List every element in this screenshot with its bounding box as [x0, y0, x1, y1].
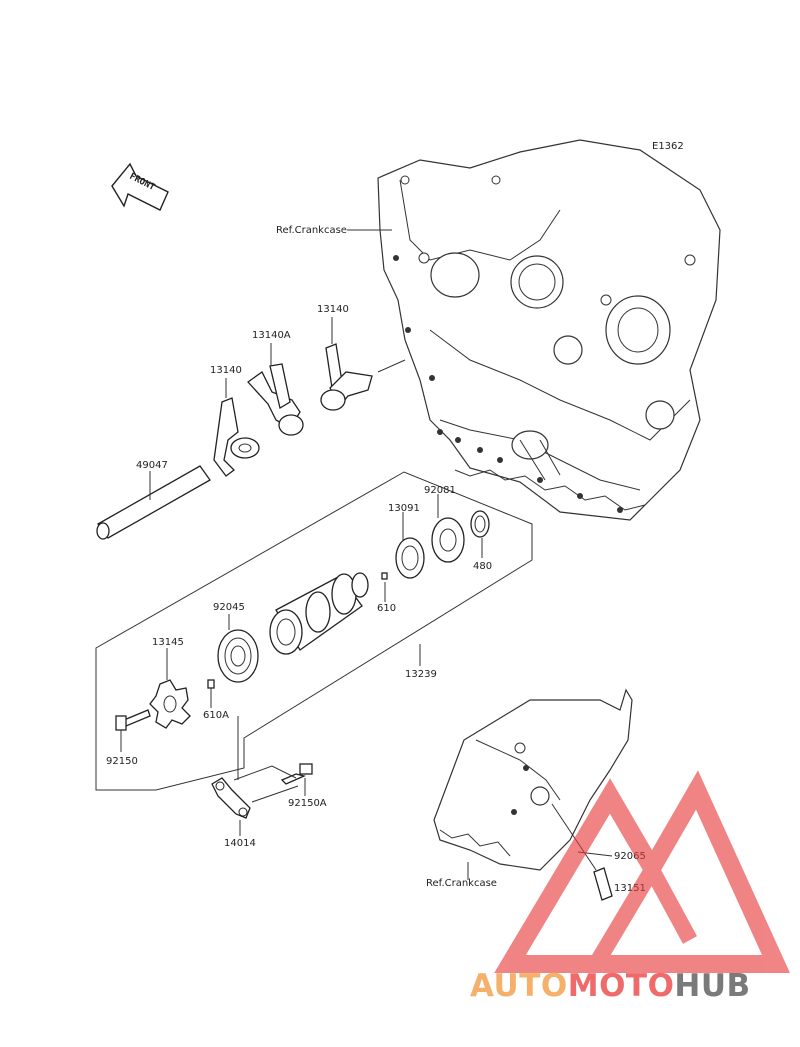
watermark-hub: HUB — [674, 968, 750, 1004]
label-13091: 13091 — [388, 503, 420, 514]
svg-text:AUTOMOTOHUB: AUTOMOTOHUB — [470, 968, 751, 1004]
front-arrow-icon: FRONT — [111, 162, 169, 211]
lever-14014 — [211, 777, 251, 819]
label-13151: 13151 — [614, 883, 646, 894]
plate-92081 — [431, 517, 465, 563]
shift-drum-star-13145 — [149, 679, 191, 729]
watermark-text: AUTOMOTOHUB — [470, 968, 751, 1004]
crankcase-ref-top: Ref.Crankcase — [276, 225, 347, 236]
label-49047: 49047 — [136, 460, 168, 471]
label-14014: 14014 — [224, 838, 256, 849]
bolt-92150a — [280, 763, 313, 785]
pin-610 — [381, 572, 388, 580]
shift-fork-13140-right — [320, 343, 373, 411]
shift-rod-49047 — [96, 465, 211, 540]
cam-plate-13091 — [395, 537, 425, 579]
pin-610a — [207, 679, 215, 689]
label-610: 610 — [377, 603, 396, 614]
watermark-auto: AUTO — [470, 968, 568, 1004]
bolt-92150 — [115, 709, 151, 731]
label-92150a: 92150A — [288, 798, 327, 809]
assembly-frame — [95, 471, 533, 791]
label-610a: 610A — [203, 710, 229, 721]
label-92065: 92065 — [614, 851, 646, 862]
shift-fork-13140-left — [213, 397, 260, 477]
switch-13151 — [593, 867, 613, 901]
label-13140a: 13140A — [252, 330, 291, 341]
label-13140-right: 13140 — [317, 304, 349, 315]
circlip-480 — [470, 510, 490, 538]
label-92045: 92045 — [213, 602, 245, 613]
watermark-logo — [494, 770, 790, 973]
watermark-moto: MOTO — [568, 968, 675, 1004]
diagram-code: E1362 — [652, 141, 684, 152]
shift-fork-13140a — [247, 363, 304, 436]
crankcase-ref-bottom: Ref.Crankcase — [426, 878, 497, 889]
label-13239: 13239 — [405, 669, 437, 680]
bearing-92045 — [217, 629, 259, 683]
label-92081: 92081 — [424, 485, 456, 496]
label-13145: 13145 — [152, 637, 184, 648]
label-480: 480 — [473, 561, 492, 572]
label-92150: 92150 — [106, 756, 138, 767]
crankcase-lower — [433, 688, 633, 871]
label-13140-left: 13140 — [210, 365, 242, 376]
shift-drum — [269, 572, 369, 655]
crankcase-main — [377, 139, 721, 521]
